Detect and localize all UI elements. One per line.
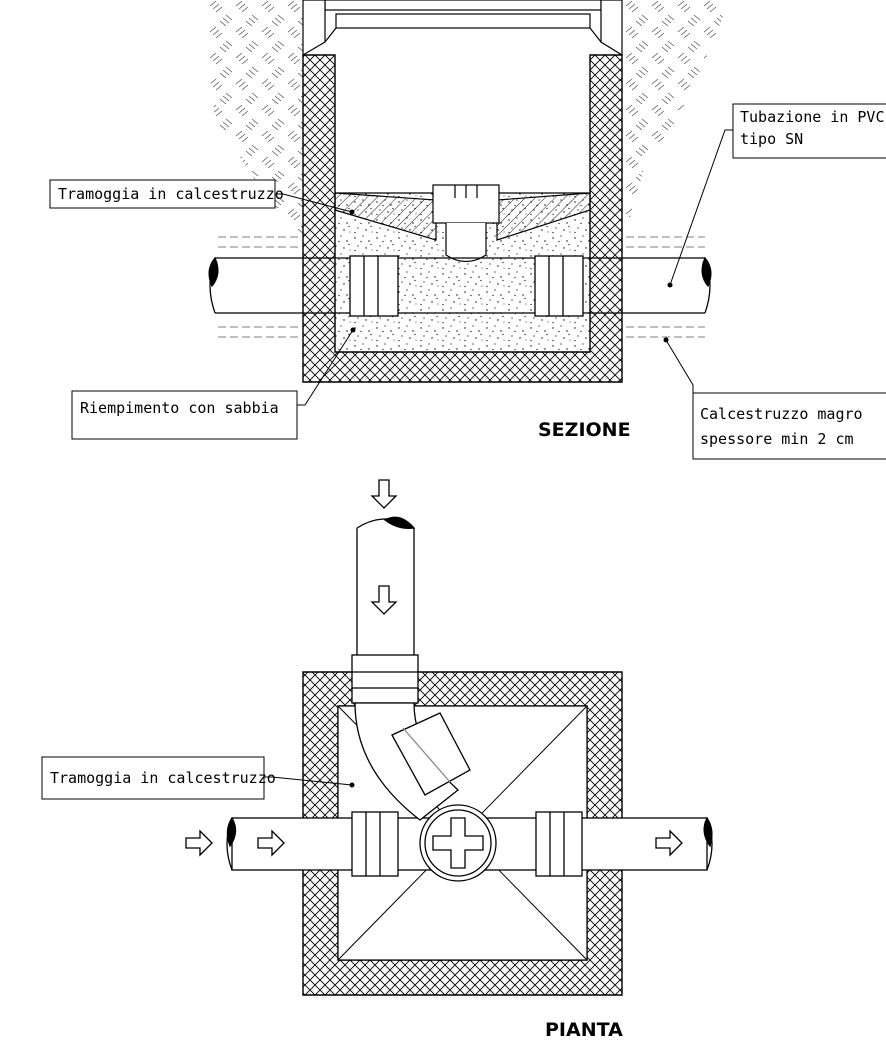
label-hopper-plan-text: Tramoggia in calcestruzzo (50, 769, 276, 787)
arrow-right-2-icon (257, 829, 285, 857)
label-sand-text: Riempimento con sabbia (80, 399, 279, 417)
pipe-section (208, 255, 712, 317)
manhole-frame (302, 0, 623, 57)
section-drawing: Tramoggia in calcestruzzo Tubazione in P… (49, 0, 886, 460)
label-concrete-text-1: Calcestruzzo magro (700, 405, 863, 423)
arrow-right-1-icon (185, 829, 213, 857)
label-sand: Riempimento con sabbia (71, 327, 356, 440)
label-pipe-text-2: tipo SN (740, 130, 803, 148)
flow-arrows (185, 479, 683, 857)
plan-grate (419, 804, 497, 882)
lean-concrete-lines (218, 236, 705, 338)
label-pipe-text-1: Tubazione in PVC (740, 108, 885, 126)
arrow-down-2-icon (370, 585, 398, 615)
pit-walls (302, 54, 623, 383)
arrow-down-1-icon (370, 479, 398, 509)
label-pipe: Tubazione in PVC tipo SN (667, 103, 886, 288)
label-lean-concrete: Calcestruzzo magro spessore min 2 cm (663, 337, 886, 460)
plan-drawing: Tramoggia in calcestruzzo PIANTA (41, 479, 713, 1041)
label-hopper-plan: Tramoggia in calcestruzzo (41, 756, 355, 800)
soil-hatch-right (622, 0, 730, 245)
plan-inlet-pipe (351, 516, 471, 821)
sand-fill (335, 193, 590, 352)
label-concrete-text-2: spessore min 2 cm (700, 430, 854, 448)
arrow-right-3-icon (655, 829, 683, 857)
hopper-section (334, 184, 591, 263)
label-hopper-text: Tramoggia in calcestruzzo (58, 185, 284, 203)
section-title: SEZIONE (538, 419, 631, 441)
soil-hatch-left (205, 0, 303, 245)
plan-title: PIANTA (545, 1019, 623, 1041)
label-hopper-section: Tramoggia in calcestruzzo (49, 179, 355, 215)
